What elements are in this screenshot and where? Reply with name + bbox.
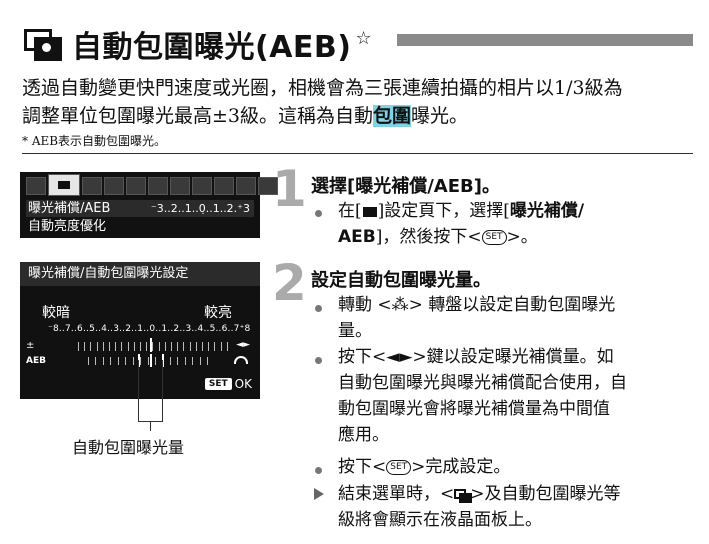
callout-line <box>162 360 163 422</box>
menu-item-value: ⁻3..2..1..0̣..1..2.⁺3 <box>150 202 250 215</box>
text: >。 <box>506 227 538 247</box>
menu-item-exposure-comp: 曝光補償/AEB ⁻3..2..1..0̣..1..2.⁺3 <box>26 200 254 217</box>
dial-icon <box>234 356 248 364</box>
note-arrow-icon <box>314 488 324 500</box>
text: ]，然後按下< <box>375 227 482 247</box>
aeb-mark-minus <box>138 354 140 367</box>
text: 級將會顯示在液晶面板上。 <box>338 510 542 530</box>
menu-tab <box>126 177 146 195</box>
menu-tab <box>236 177 256 195</box>
aeb-label: AEB <box>26 356 46 366</box>
shooting-tab-icon <box>48 174 80 196</box>
text: 在[ <box>338 201 362 221</box>
step-2-title: 設定自動包圍曝光量。 <box>311 270 491 291</box>
step-2-bullet-2: 按下<◄►>鍵以設定曝光補償量。如 自動包圍曝光與曝光補償配合使用，自 動包圍曝… <box>338 344 627 448</box>
text: ]設定頁下，選擇[ <box>377 201 510 221</box>
menu-tab <box>192 177 212 195</box>
star-icon: ☆ <box>355 27 372 49</box>
menu-tab <box>82 177 102 195</box>
bullet-dot <box>315 357 322 364</box>
step-2-bullet-3: 按下<SET>完成設定。 <box>338 454 510 480</box>
step-number-1: 1 <box>272 160 307 218</box>
set-button-icon: SET <box>481 230 507 245</box>
text: 自動包圍曝光與曝光補償配合使用，自 <box>338 373 627 393</box>
aeb-amount-caption: 自動包圍曝光量 <box>72 438 185 457</box>
aeb-icon <box>22 27 62 61</box>
aeb-setting-screen: 曝光補償/自動包圍曝光設定 較暗 較亮 ⁻8..7..6..5..4..3..2… <box>20 262 260 399</box>
menu-item-label: 曝光補償/AEB <box>28 201 111 216</box>
text: 轉動 < <box>338 295 392 315</box>
menu-tab-row <box>26 174 278 196</box>
darker-label: 較暗 <box>42 305 70 321</box>
aeb-ticks <box>88 357 208 365</box>
bullet-dot <box>315 305 322 312</box>
ev-center-mark <box>150 338 152 352</box>
step-number-2: 2 <box>272 254 307 312</box>
main-dial-icon: ⁂ <box>391 295 409 315</box>
menu-item-auto-lighting: 自動亮度優化 <box>28 219 107 234</box>
ev-ticks <box>78 342 228 351</box>
text: 按下<◄►>鍵以設定曝光補償量。如 <box>338 347 614 367</box>
aeb-note: * AEB表示自動包圍曝光。 <box>22 134 167 148</box>
menu-tab <box>214 177 234 195</box>
exposure-comp-icon: ± <box>26 340 35 351</box>
text: 應用。 <box>338 425 389 445</box>
bullet-dot <box>315 210 322 217</box>
text-bold: AEB <box>338 227 376 247</box>
intro-paragraph: 透過自動變更快門速度或光圈，相機會為三張連續拍攝的相片以1/3級為 調整單位包圍… <box>22 74 692 130</box>
text: 量。 <box>338 321 372 341</box>
text: 動包圍曝光會將曝光補償量為中間值 <box>338 399 610 419</box>
intro-line-2: 調整單位包圍曝光最高±3級。這稱為自動包圍曝光。 <box>22 102 692 130</box>
aeb-mark-center <box>150 354 152 367</box>
aeb-mark-plus <box>162 354 164 367</box>
menu-tab <box>170 177 190 195</box>
title-bar-decoration <box>397 34 693 46</box>
camera-menu-screen: 曝光補償/AEB ⁻3..2..1..0̣..1..2.⁺3 自動亮度優化 <box>20 172 278 238</box>
intro-text: 調整單位包圍曝光最高±3級。這稱為自動 <box>22 105 374 127</box>
intro-text: 曝光。 <box>411 105 469 127</box>
bullet-dot <box>315 467 322 474</box>
shooting-tab-icon <box>362 206 377 217</box>
text: > 轉盤以設定自動包圍曝光 <box>408 295 616 315</box>
divider <box>22 153 693 154</box>
page-title-block: 自動包圍曝光(AEB) ☆ <box>22 22 372 66</box>
step-1-title: 選擇[曝光補償/AEB]。 <box>311 176 500 197</box>
page-title: 自動包圍曝光(AEB) <box>72 30 352 65</box>
set-button-icon: SET <box>386 460 412 475</box>
callout-line <box>150 421 151 431</box>
step-1-instruction: 在[ ]設定頁下，選擇[曝光補償/ AEB]，然後按下<SET>。 <box>338 198 584 250</box>
text-bold: 曝光補償/ <box>509 201 585 221</box>
step-2-note: 結束選單時，< >及自動包圍曝光等 級將會顯示在液晶面板上。 <box>338 481 621 533</box>
menu-tab <box>26 177 46 195</box>
set-ok-indicator: SET OK <box>204 377 252 391</box>
intro-line-1: 透過自動變更快門速度或光圈，相機會為三張連續拍攝的相片以1/3級為 <box>22 77 623 99</box>
setting-header: 曝光補償/自動包圍曝光設定 <box>20 262 260 286</box>
menu-tab <box>104 177 124 195</box>
highlight-term: 包圍 <box>373 105 412 127</box>
left-right-arrow-icon: ◄► <box>236 340 250 350</box>
exposure-scale: ⁻8..7..6..5..4..3..2..1..0..1..2..3..4..… <box>48 324 251 334</box>
text: 按下< <box>338 457 387 477</box>
menu-tab <box>148 177 168 195</box>
callout-line <box>138 360 139 422</box>
star-tab <box>258 177 278 195</box>
aeb-icon <box>454 488 473 503</box>
set-button-label: SET <box>204 378 232 390</box>
step-2-bullet-1: 轉動 <⁂> 轉盤以設定自動包圍曝光 量。 <box>338 292 615 344</box>
text: >及自動包圍曝光等 <box>470 484 621 504</box>
brighter-label: 較亮 <box>204 305 232 321</box>
text: 結束選單時，< <box>338 484 455 504</box>
text: >完成設定。 <box>411 457 511 477</box>
ok-label: OK <box>234 377 252 391</box>
